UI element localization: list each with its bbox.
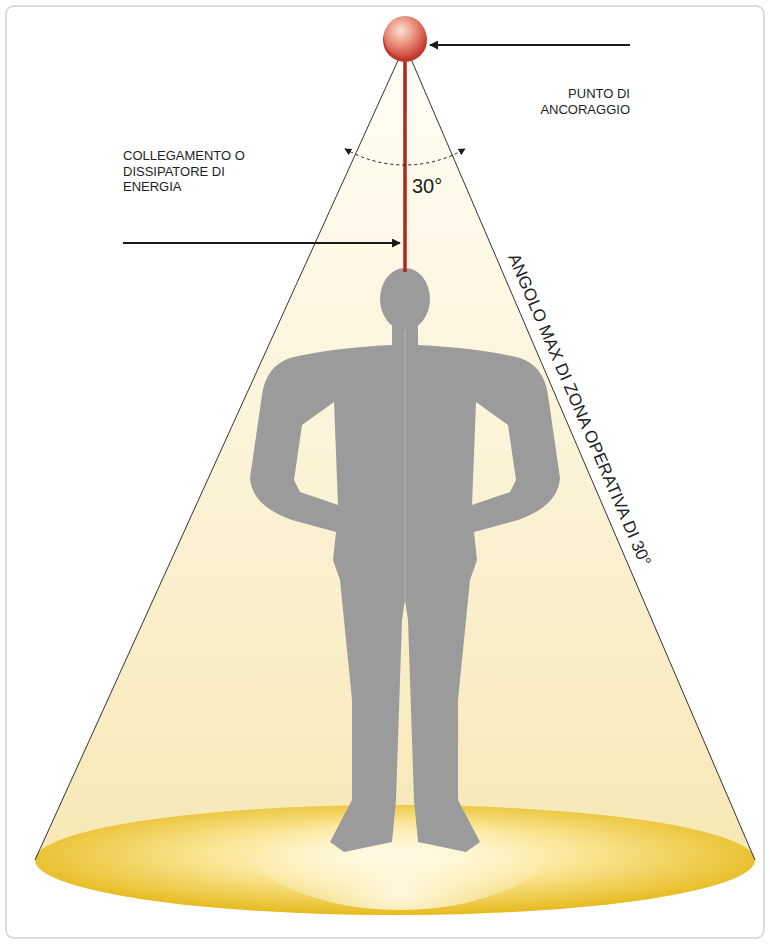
anchor-point (383, 16, 427, 62)
floor-glow (230, 730, 570, 910)
leader-arrow (430, 44, 630, 46)
angle-arc (345, 149, 465, 165)
cone-edge (35, 45, 405, 860)
cone-edge (405, 45, 755, 860)
leader-arrow (123, 242, 400, 244)
callout-label: COLLEGAMENTO O DISSIPATORE DI ENERGIA (123, 148, 261, 195)
worker-silhouette (250, 268, 560, 852)
callout-label: PUNTO DI ANCORAGGIO (520, 86, 630, 117)
frame (6, 6, 764, 938)
lanyard (403, 55, 407, 272)
operating-cone (35, 45, 755, 915)
angle-value: 30° (412, 174, 442, 198)
